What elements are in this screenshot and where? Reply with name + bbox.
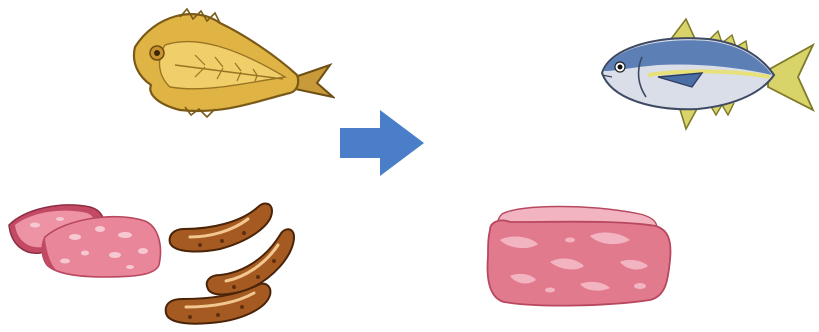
sausages-icon — [160, 195, 300, 330]
fresh-fish-illustration — [598, 15, 818, 135]
right-arrow-illustration — [340, 110, 424, 176]
ham-icon — [5, 195, 165, 280]
raw-meat-illustration — [480, 200, 675, 310]
sausages-illustration — [160, 195, 300, 330]
raw-meat-icon — [480, 200, 675, 310]
ham-illustration — [5, 195, 165, 280]
right-arrow-icon — [340, 110, 424, 176]
dried-fish-illustration — [125, 5, 335, 120]
dried-fish-icon — [125, 5, 335, 120]
fresh-fish-icon — [598, 15, 818, 135]
